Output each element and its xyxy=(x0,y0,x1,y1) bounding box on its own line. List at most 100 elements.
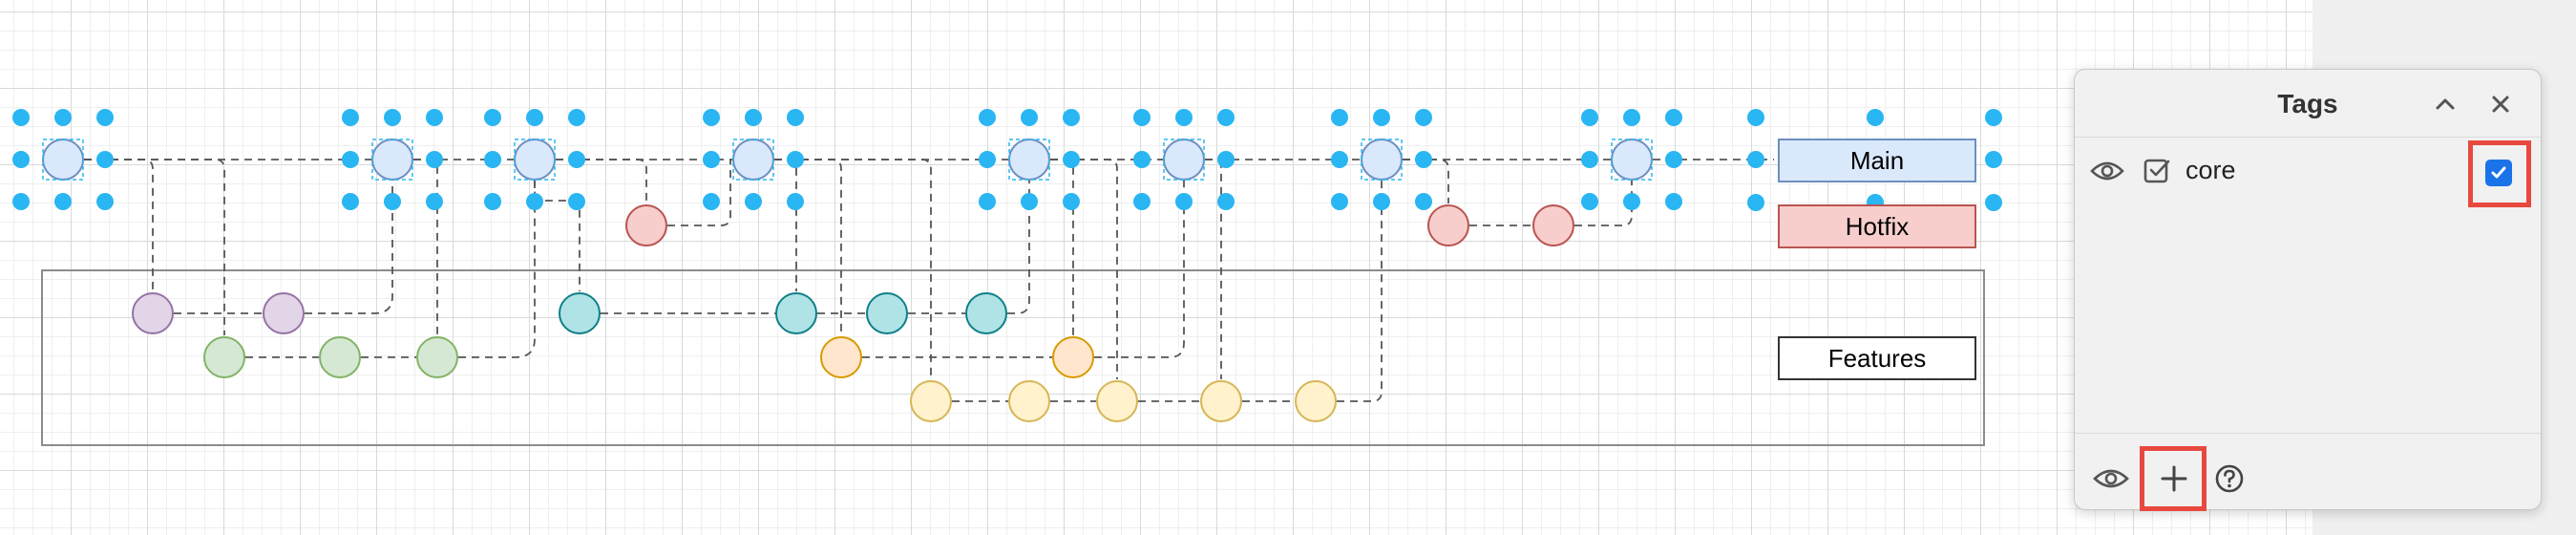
resize-handle[interactable] xyxy=(426,151,443,168)
resize-handle[interactable] xyxy=(787,109,804,126)
resize-handle[interactable] xyxy=(1665,151,1682,168)
resize-handle[interactable] xyxy=(1063,109,1080,126)
resize-handle[interactable] xyxy=(1217,109,1235,126)
resize-handle[interactable] xyxy=(1373,193,1390,210)
main-commit-node[interactable] xyxy=(514,139,556,181)
resize-handle[interactable] xyxy=(1665,193,1682,210)
branch-edge[interactable] xyxy=(1094,181,1185,358)
resize-handle[interactable] xyxy=(96,151,114,168)
git-flow-diagram[interactable] xyxy=(0,0,2312,535)
resize-handle[interactable] xyxy=(1021,193,1038,210)
branch-edge[interactable] xyxy=(305,181,393,314)
resize-handle[interactable] xyxy=(342,151,359,168)
hotfix-commit-node[interactable] xyxy=(625,204,667,246)
resize-handle[interactable] xyxy=(484,151,501,168)
resize-handle[interactable] xyxy=(342,109,359,126)
resize-handle[interactable] xyxy=(1331,151,1348,168)
resize-handle[interactable] xyxy=(979,151,996,168)
resize-handle[interactable] xyxy=(1665,109,1682,126)
resize-handle[interactable] xyxy=(1623,109,1640,126)
lane-label-hotfix[interactable]: Hotfix xyxy=(1778,204,1976,248)
resize-handle[interactable] xyxy=(568,109,585,126)
purple-commit-node[interactable] xyxy=(132,292,174,334)
resize-handle[interactable] xyxy=(1581,193,1598,210)
resize-handle[interactable] xyxy=(1623,193,1640,210)
orange-commit-node[interactable] xyxy=(820,336,862,378)
resize-handle[interactable] xyxy=(1217,151,1235,168)
hotfix-commit-node[interactable] xyxy=(1427,204,1469,246)
main-commit-node[interactable] xyxy=(1008,139,1050,181)
resize-handle[interactable] xyxy=(342,193,359,210)
resize-handle[interactable] xyxy=(1331,193,1348,210)
resize-handle[interactable] xyxy=(787,193,804,210)
branch-edge[interactable] xyxy=(1403,159,1449,203)
lane-label-features[interactable]: Features xyxy=(1778,336,1976,380)
resize-handle[interactable] xyxy=(1415,109,1432,126)
resize-handle[interactable] xyxy=(484,193,501,210)
hotfix-commit-node[interactable] xyxy=(1532,204,1574,246)
resize-handle[interactable] xyxy=(1415,193,1432,210)
yellow-commit-node[interactable] xyxy=(910,380,952,422)
branch-edge[interactable] xyxy=(458,181,536,358)
resize-handle[interactable] xyxy=(426,109,443,126)
teal-commit-node[interactable] xyxy=(866,292,908,334)
main-commit-node[interactable] xyxy=(42,139,84,181)
purple-commit-node[interactable] xyxy=(263,292,305,334)
resize-handle[interactable] xyxy=(12,151,30,168)
resize-handle[interactable] xyxy=(703,151,720,168)
branch-edge[interactable] xyxy=(1050,159,1118,379)
resize-handle[interactable] xyxy=(1133,193,1151,210)
branch-edge[interactable] xyxy=(413,159,438,335)
resize-handle[interactable] xyxy=(526,193,543,210)
resize-handle[interactable] xyxy=(787,151,804,168)
resize-handle[interactable] xyxy=(54,109,72,126)
branch-edge[interactable] xyxy=(84,159,154,291)
resize-handle[interactable] xyxy=(1331,109,1348,126)
help-icon[interactable] xyxy=(2210,460,2249,498)
orange-commit-node[interactable] xyxy=(1052,336,1094,378)
resize-handle[interactable] xyxy=(1867,109,1884,126)
tag-visibility-eye-icon[interactable] xyxy=(2088,152,2126,190)
green-commit-node[interactable] xyxy=(203,336,245,378)
chevron-up-icon[interactable] xyxy=(2428,87,2462,121)
resize-handle[interactable] xyxy=(1133,151,1151,168)
resize-handle[interactable] xyxy=(426,193,443,210)
yellow-commit-node[interactable] xyxy=(1295,380,1337,422)
resize-handle[interactable] xyxy=(703,193,720,210)
branch-edge[interactable] xyxy=(667,160,731,226)
branch-edge[interactable] xyxy=(1007,181,1030,314)
close-icon[interactable] xyxy=(2483,87,2518,121)
footer-eye-icon[interactable] xyxy=(2090,458,2132,500)
yellow-commit-node[interactable] xyxy=(1096,380,1138,422)
teal-commit-node[interactable] xyxy=(775,292,817,334)
resize-handle[interactable] xyxy=(745,109,762,126)
resize-handle[interactable] xyxy=(54,193,72,210)
resize-handle[interactable] xyxy=(12,193,30,210)
features-container[interactable] xyxy=(41,269,1985,446)
main-commit-node[interactable] xyxy=(1163,139,1205,181)
yellow-commit-node[interactable] xyxy=(1008,380,1050,422)
resize-handle[interactable] xyxy=(1175,109,1193,126)
main-commit-node[interactable] xyxy=(371,139,413,181)
branch-edge[interactable] xyxy=(84,159,225,335)
resize-handle[interactable] xyxy=(1175,193,1193,210)
main-commit-node[interactable] xyxy=(1361,139,1403,181)
teal-commit-node[interactable] xyxy=(559,292,601,334)
resize-handle[interactable] xyxy=(1747,109,1764,126)
resize-handle[interactable] xyxy=(1747,194,1764,211)
branch-edge[interactable] xyxy=(774,159,797,291)
resize-handle[interactable] xyxy=(1985,194,2002,211)
main-commit-node[interactable] xyxy=(732,139,774,181)
diagram-canvas[interactable]: Main Hotfix Features xyxy=(0,0,2312,535)
yellow-commit-node[interactable] xyxy=(1200,380,1242,422)
branch-edge[interactable] xyxy=(1337,181,1383,402)
green-commit-node[interactable] xyxy=(319,336,361,378)
resize-handle[interactable] xyxy=(1217,193,1235,210)
resize-handle[interactable] xyxy=(1747,151,1764,168)
branch-edge[interactable] xyxy=(556,159,647,203)
resize-handle[interactable] xyxy=(384,193,401,210)
resize-handle[interactable] xyxy=(12,109,30,126)
branch-edge[interactable] xyxy=(774,159,932,379)
plus-icon[interactable] xyxy=(2153,458,2195,500)
resize-handle[interactable] xyxy=(384,109,401,126)
